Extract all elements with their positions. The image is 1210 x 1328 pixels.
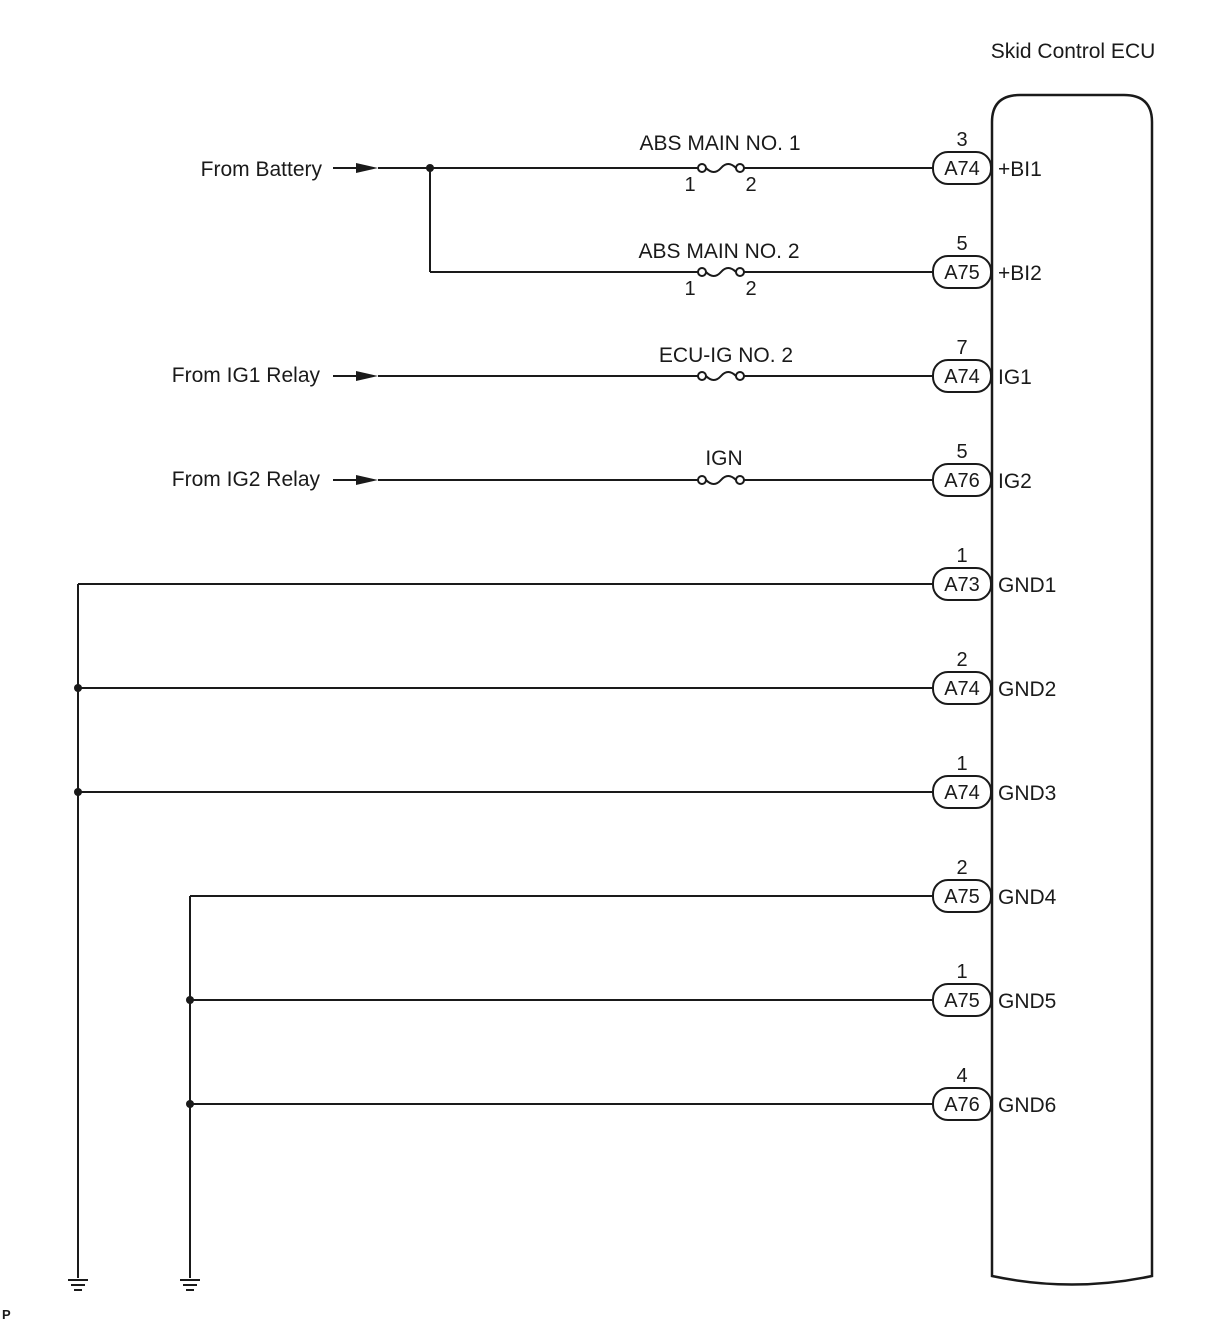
connector-oval bbox=[932, 1087, 992, 1121]
fuse-ecu-ig-2: ECU-IG NO. 2 bbox=[659, 344, 793, 381]
connector-oval bbox=[932, 567, 992, 601]
connector-label: A73 bbox=[944, 574, 980, 596]
circuit-row-bi1: From Battery ABS MAIN NO. 1 1 2 bbox=[201, 132, 934, 196]
connector-label: A75 bbox=[944, 990, 980, 1012]
ground-icon bbox=[180, 1279, 200, 1291]
fuse-ign: IGN bbox=[697, 447, 745, 485]
connector-label: A74 bbox=[944, 366, 980, 388]
connector-label: A74 bbox=[944, 782, 980, 804]
connector-oval bbox=[932, 983, 992, 1017]
input-label-battery: From Battery bbox=[201, 158, 323, 181]
signal-label: +BI1 bbox=[998, 158, 1042, 181]
connector-label: A75 bbox=[944, 886, 980, 908]
signal-label: GND1 bbox=[998, 574, 1056, 597]
ground-group-1 bbox=[68, 583, 934, 1291]
pin-number: 4 bbox=[956, 1065, 967, 1087]
svg-text:ABS MAIN NO. 2: ABS MAIN NO. 2 bbox=[638, 240, 799, 263]
svg-text:ABS MAIN NO. 1: ABS MAIN NO. 1 bbox=[639, 132, 800, 155]
circuit-row-ig1: From IG1 Relay ECU-IG NO. 2 bbox=[172, 344, 934, 387]
ecu-body bbox=[990, 93, 1154, 1286]
pin-number: 3 bbox=[956, 129, 967, 151]
connector-oval bbox=[932, 151, 992, 185]
junction-dot bbox=[74, 684, 82, 692]
svg-text:1: 1 bbox=[684, 278, 695, 300]
svg-text:IGN: IGN bbox=[705, 447, 742, 470]
connector-label: A75 bbox=[944, 262, 980, 284]
connector-oval bbox=[932, 671, 992, 705]
arrow-icon bbox=[356, 163, 378, 173]
connector-terminals: A743+BI1A755+BI2A747IG1A765IG2A731GND1A7… bbox=[932, 129, 1057, 1121]
arrow-icon bbox=[356, 371, 378, 381]
terminal-bi2: A75 5 +BI2 bbox=[932, 233, 1042, 289]
ecu-title: Skid Control ECU bbox=[991, 40, 1156, 63]
pin-number: 5 bbox=[956, 233, 967, 255]
input-label-ig1-relay: From IG1 Relay bbox=[172, 364, 321, 387]
pin-number: 1 bbox=[956, 753, 967, 775]
signal-label: GND5 bbox=[998, 990, 1056, 1013]
fuse-abs-main-1: ABS MAIN NO. 1 1 2 bbox=[639, 132, 800, 196]
pin-number: 5 bbox=[956, 441, 967, 463]
signal-label: IG2 bbox=[998, 470, 1032, 493]
circuit-row-bi2: ABS MAIN NO. 2 1 2 bbox=[429, 168, 934, 300]
arrow-icon bbox=[356, 475, 378, 485]
svg-text:1: 1 bbox=[684, 174, 695, 196]
pin-number: 2 bbox=[956, 649, 967, 671]
signal-label: +BI2 bbox=[998, 262, 1042, 285]
svg-text:2: 2 bbox=[745, 174, 756, 196]
junction-dot bbox=[186, 1100, 194, 1108]
terminal-bi1: A74 3 +BI1 bbox=[932, 129, 1042, 185]
ground-icon bbox=[68, 1279, 88, 1291]
signal-label: GND2 bbox=[998, 678, 1056, 701]
junction-dot bbox=[74, 788, 82, 796]
pin-number: 7 bbox=[956, 337, 967, 359]
circuit-row-ig2: From IG2 Relay IGN bbox=[172, 447, 934, 491]
connector-oval bbox=[932, 255, 992, 289]
connector-label: A76 bbox=[944, 1094, 980, 1116]
pin-number: 1 bbox=[956, 961, 967, 983]
signal-label: GND6 bbox=[998, 1094, 1056, 1117]
connector-oval bbox=[932, 463, 992, 497]
signal-label: GND3 bbox=[998, 782, 1056, 805]
connector-oval bbox=[932, 879, 992, 913]
connector-label: A74 bbox=[944, 678, 980, 700]
connector-label: A74 bbox=[944, 158, 980, 180]
pin-number: 2 bbox=[956, 857, 967, 879]
pin-number: 1 bbox=[956, 545, 967, 567]
svg-text:2: 2 bbox=[745, 278, 756, 300]
junction-dot bbox=[186, 996, 194, 1004]
connector-label: A76 bbox=[944, 470, 980, 492]
svg-text:ECU-IG NO. 2: ECU-IG NO. 2 bbox=[659, 344, 793, 367]
signal-label: IG1 bbox=[998, 366, 1032, 389]
signal-label: GND4 bbox=[998, 886, 1057, 909]
corner-mark: P bbox=[2, 1307, 11, 1322]
ground-group-2 bbox=[180, 895, 934, 1291]
connector-oval bbox=[932, 775, 992, 809]
input-label-ig2-relay: From IG2 Relay bbox=[172, 468, 321, 491]
fuse-abs-main-2: ABS MAIN NO. 2 1 2 bbox=[638, 240, 799, 300]
connector-oval bbox=[932, 359, 992, 393]
